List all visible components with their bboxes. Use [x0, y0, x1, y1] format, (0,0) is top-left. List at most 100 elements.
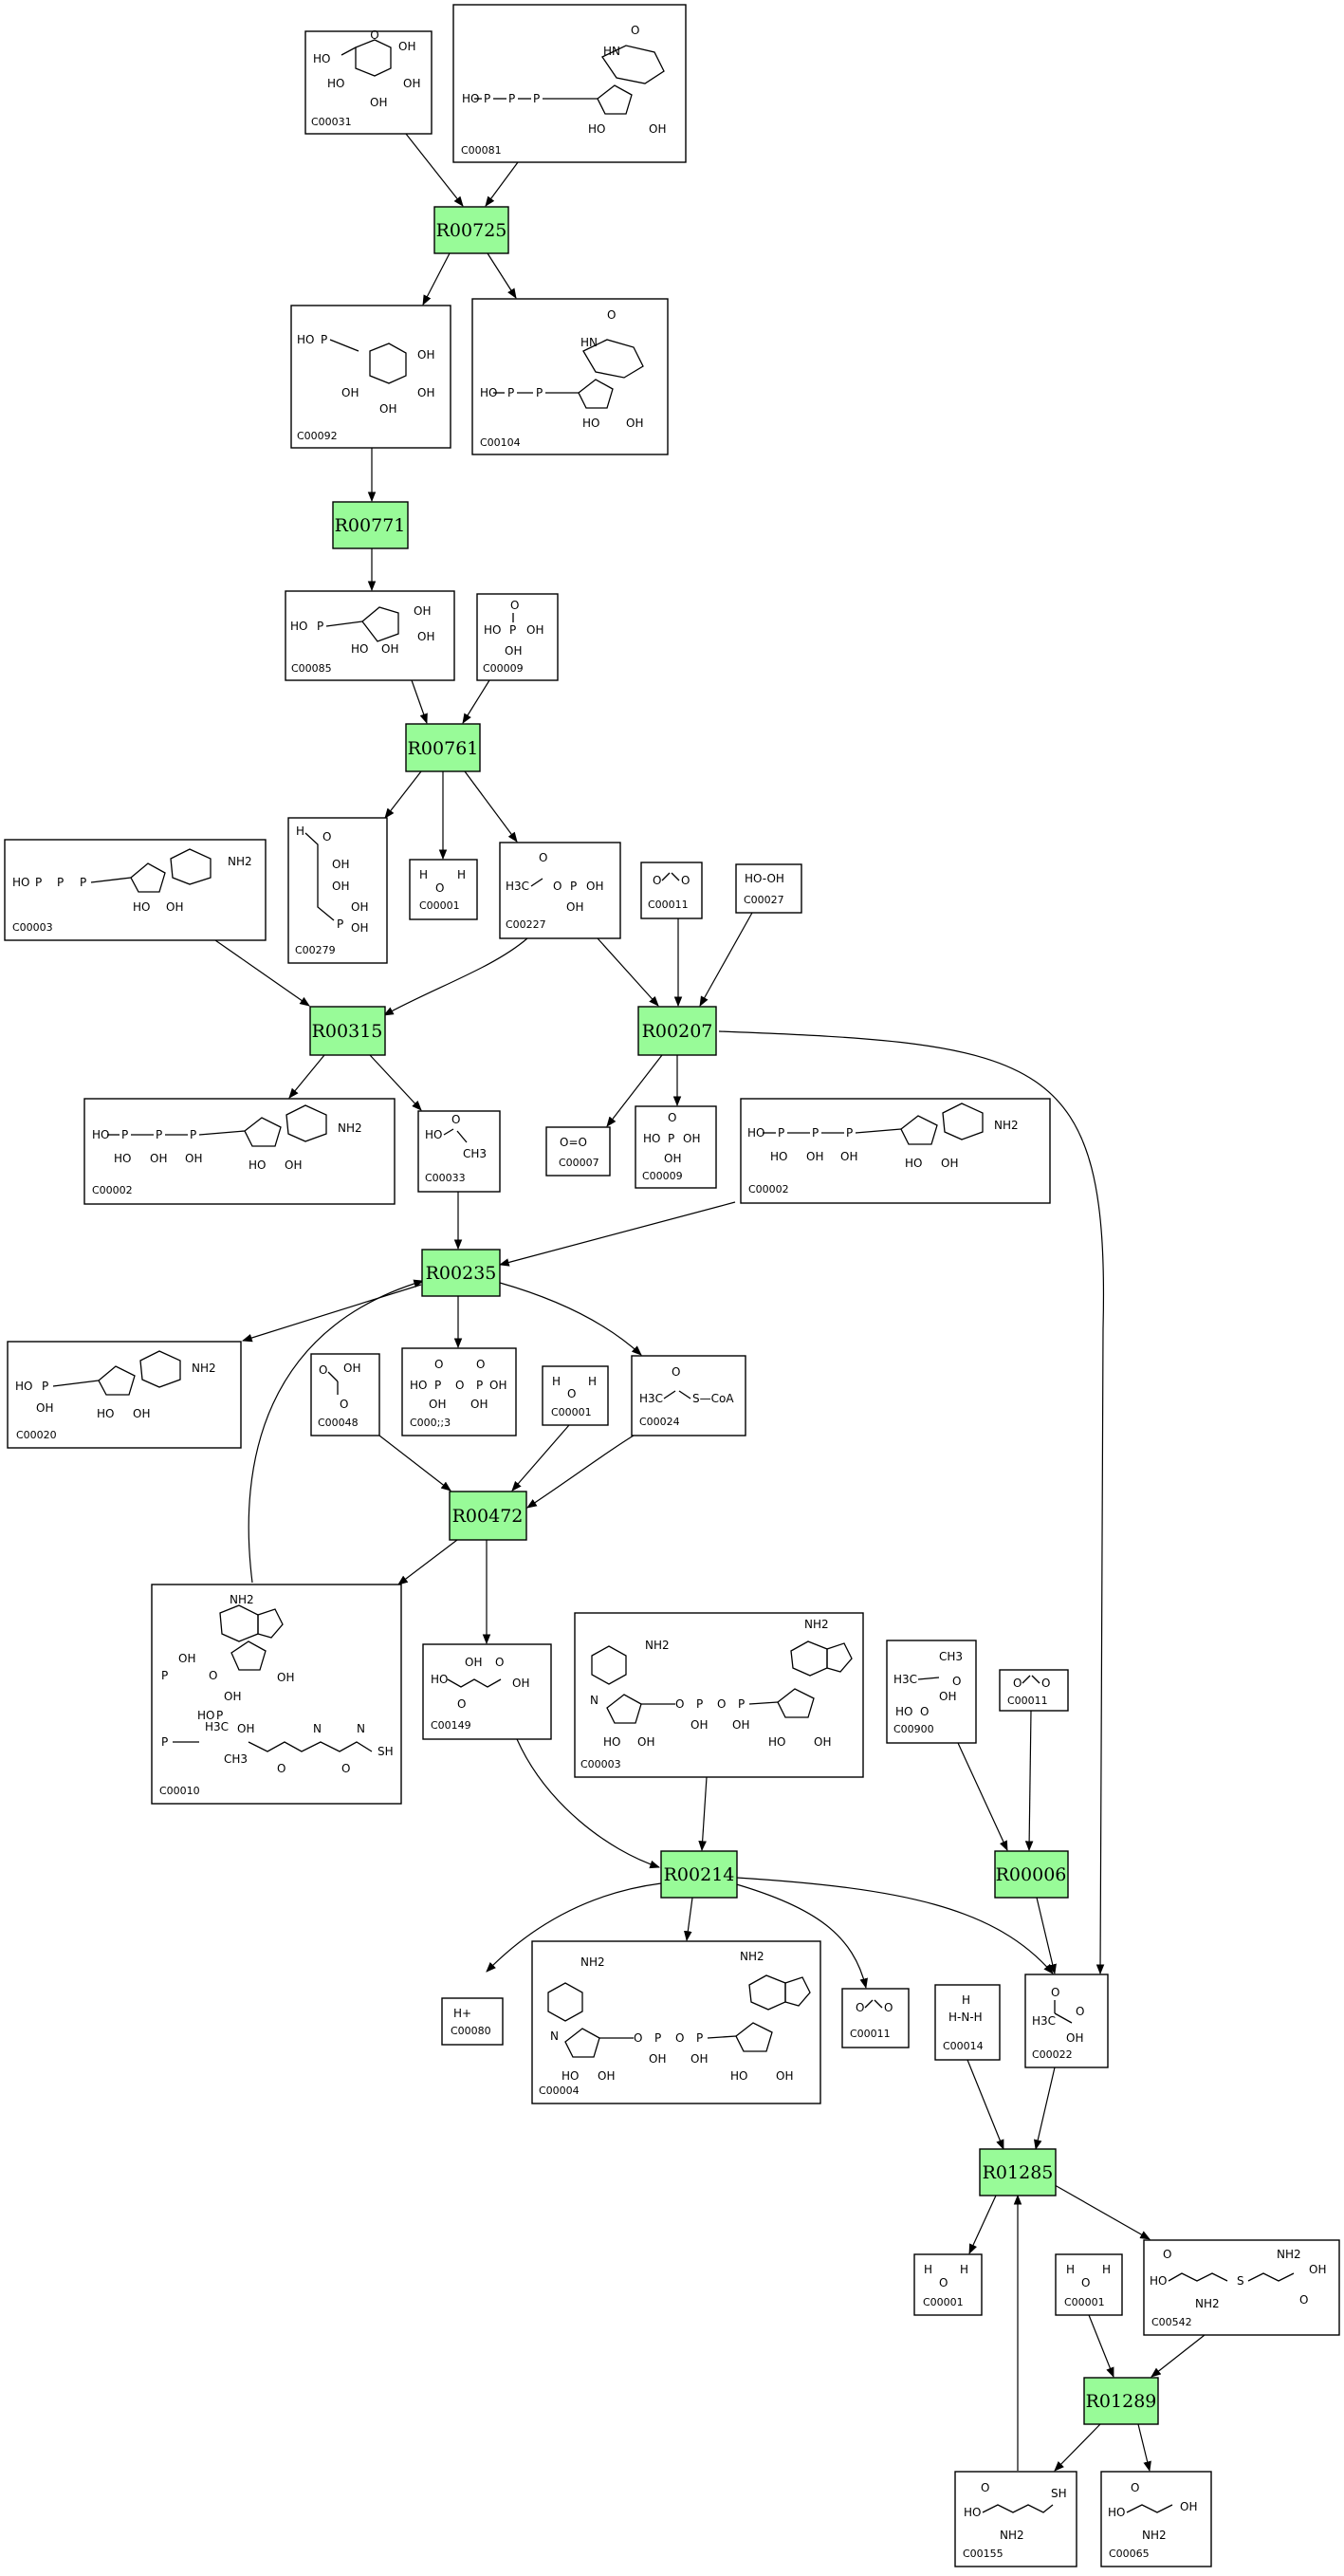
- structure-sugar5p: HO P OH OH HO OH: [290, 604, 434, 656]
- edge-r01289-c00155: [1054, 2423, 1101, 2472]
- structure-sugar6p: HO P OH OH OH OH: [297, 333, 434, 416]
- compound-c00024[interactable]: H3C O S—CoA C00024: [631, 1355, 746, 1436]
- compound-c00001-3[interactable]: H O H C00001: [913, 2253, 983, 2316]
- compound-c00001-2[interactable]: H O H C00001: [542, 1365, 609, 1426]
- compound-c00013[interactable]: O O HO P O P OH OH OH C000;;3: [401, 1347, 517, 1436]
- atom-label: OH: [36, 1401, 53, 1415]
- compound-c00001-4[interactable]: H O H C00001: [1055, 2253, 1123, 2316]
- atom-label: O: [435, 881, 444, 895]
- compound-c00033[interactable]: HO O CH3 C00033: [417, 1110, 501, 1193]
- compound-c00542[interactable]: O HO NH2 S NH2 OH O C00542: [1143, 2239, 1340, 2336]
- reaction-r00472[interactable]: R00472: [449, 1491, 527, 1541]
- atom-label: P: [337, 917, 343, 931]
- atom-label: OH: [683, 1132, 700, 1145]
- atom-label: HO: [484, 623, 501, 637]
- reaction-r01285[interactable]: R01285: [979, 2148, 1057, 2196]
- atom-label: OH: [277, 1671, 294, 1684]
- atom-label: P: [35, 876, 42, 889]
- atom-label: NH2: [580, 1955, 605, 1969]
- atom-label: OH: [637, 1735, 654, 1749]
- edge-c00024-r00472: [526, 1435, 635, 1509]
- reaction-label: R00214: [664, 1864, 735, 1885]
- atom-label: OH: [664, 1152, 681, 1165]
- reaction-r01289[interactable]: R01289: [1083, 2377, 1159, 2425]
- compound-c00227[interactable]: H3C O O P OH OH C00227: [499, 842, 621, 939]
- atom-label: OH: [185, 1152, 202, 1165]
- reaction-r00006[interactable]: R00006: [994, 1850, 1069, 1899]
- compound-id: C00020: [16, 1429, 57, 1441]
- edge-c00542-r01289: [1151, 2334, 1206, 2378]
- compound-c00900[interactable]: CH3 H3C O OH HO O C00900: [886, 1640, 977, 1744]
- atom-label: HO: [562, 2069, 579, 2083]
- compound-c00092[interactable]: HO P OH OH OH OH C00092: [290, 305, 451, 449]
- reaction-r00207[interactable]: R00207: [637, 1006, 717, 1056]
- compound-c00003[interactable]: HO P P P NH2 HO OH C00003: [4, 839, 267, 941]
- reaction-r00315[interactable]: R00315: [309, 1006, 386, 1056]
- atom-label: P: [696, 2031, 703, 2045]
- compound-c00011-2[interactable]: O O C00011: [999, 1669, 1069, 1712]
- compound-c00065[interactable]: O HO NH2 OH C00065: [1100, 2471, 1212, 2567]
- edge-r01285-c00001: [968, 2195, 997, 2254]
- atom-label: H3C: [639, 1392, 663, 1405]
- compound-id: C00149: [431, 1719, 471, 1732]
- compound-c00080[interactable]: H+ C00080: [441, 1997, 504, 2046]
- compound-c00149[interactable]: HO OH O O OH C00149: [422, 1643, 552, 1740]
- structure-water: H O H: [419, 868, 466, 895]
- atom-label: N: [313, 1722, 322, 1735]
- compound-c00009-2[interactable]: O P HO OH OH C00009: [635, 1105, 717, 1189]
- structure-coa: NH2 P OH O OH HO P OH P H3C OH CH3 O N O: [161, 1593, 394, 1775]
- atom-label: HO: [410, 1379, 427, 1392]
- atom-label: OH: [566, 900, 583, 914]
- edge-r00315-c00033: [369, 1054, 422, 1111]
- atom-label: HO: [1150, 2274, 1167, 2288]
- compound-c00011-3[interactable]: O O C00011: [841, 1988, 910, 2048]
- atom-label: H3C: [506, 880, 529, 893]
- atom-label: OH: [351, 921, 368, 935]
- atom-label: SH: [377, 1745, 394, 1758]
- edge-r00472-c00010: [397, 1539, 458, 1585]
- compound-c00155[interactable]: O HO NH2 SH C00155: [954, 2471, 1077, 2567]
- compound-c00011[interactable]: O O C00011: [640, 862, 703, 919]
- atom-label: OH: [224, 1690, 241, 1703]
- compound-c00001[interactable]: H O H C00001: [409, 859, 478, 920]
- reaction-label: R00006: [996, 1864, 1067, 1885]
- edge-r00207-c00007: [606, 1054, 663, 1127]
- compound-c00002-2[interactable]: HO P P P NH2 HO OH OH HO OH C00002: [740, 1098, 1051, 1204]
- structure-sugar6: O HO OH HO OH OH: [313, 28, 420, 109]
- edge-c00009-r00761: [462, 679, 490, 724]
- compound-c00048[interactable]: O OH O C00048: [310, 1353, 380, 1436]
- compound-c00031[interactable]: O HO OH HO OH OH C00031: [304, 28, 433, 135]
- atom-label: O: [681, 874, 690, 887]
- compound-c00027[interactable]: HO-OH C00027: [735, 863, 802, 914]
- atom-label: OH: [351, 900, 368, 914]
- reaction-r00725[interactable]: R00725: [433, 206, 509, 254]
- compound-id: C00024: [639, 1416, 680, 1428]
- compound-c00085[interactable]: HO P OH OH HO OH C00085: [285, 590, 455, 681]
- compound-c00014[interactable]: H H-N-H C00014: [934, 1984, 1001, 2061]
- atom-label: H3C: [893, 1673, 917, 1686]
- reaction-r00771[interactable]: R00771: [332, 501, 409, 549]
- reaction-r00235[interactable]: R00235: [421, 1249, 501, 1297]
- atom-label: P: [161, 1735, 168, 1749]
- compound-id: C00027: [744, 894, 784, 906]
- compound-id: C00003: [12, 921, 53, 934]
- compound-c00279[interactable]: H O OH OH OH P OH C00279: [287, 817, 388, 964]
- compound-c00020[interactable]: HO P NH2 OH HO OH C00020: [7, 1341, 242, 1449]
- compound-c00104[interactable]: HO P P HN O HO OH C00104: [471, 298, 669, 455]
- reaction-r00214[interactable]: R00214: [660, 1850, 738, 1899]
- reaction-r00761[interactable]: R00761: [405, 723, 481, 772]
- structure-pyruvate: O H3C O OH: [1032, 1986, 1084, 2045]
- compound-c00009[interactable]: O P HO OH OH C00009: [476, 593, 559, 681]
- compound-c00022[interactable]: O H3C O OH C00022: [1024, 1974, 1109, 2068]
- structure-o2: O=O: [560, 1136, 587, 1149]
- edge-c00014-r01285: [967, 2059, 1004, 2151]
- compound-c00004[interactable]: NH2 N HO OH O P O P OH OH NH2 HO OH: [531, 1940, 821, 2104]
- compound-c00081[interactable]: HO P P P HN O HO OH C00081: [452, 4, 687, 163]
- compound-c00003-2[interactable]: NH2 N HO OH O P O P OH OH NH2 HO OH C: [574, 1612, 864, 1778]
- compound-c00007[interactable]: O=O C00007: [545, 1126, 611, 1177]
- structure-ppi: O O HO P O P OH OH OH: [410, 1358, 506, 1411]
- compound-c00002[interactable]: HO P P P NH2 HO OH OH HO OH C00002: [83, 1098, 396, 1205]
- structure-co2: O O: [1013, 1675, 1050, 1690]
- compound-c00010[interactable]: NH2 P OH O OH HO P OH P H3C OH CH3 O N O: [151, 1584, 402, 1805]
